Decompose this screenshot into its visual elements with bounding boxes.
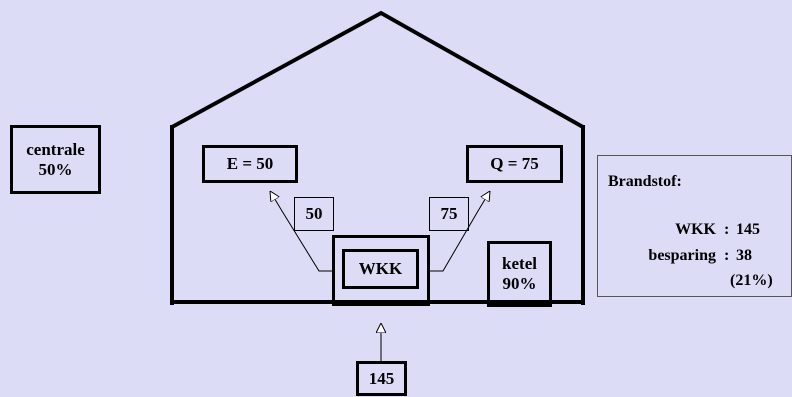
wkk-unit-frame: [332, 235, 430, 306]
fuel-row-saving-label: besparing: [648, 247, 716, 264]
heat-box: Q = 75: [466, 145, 563, 183]
ketel-efficiency: 90%: [502, 274, 537, 293]
fuel-row-wkk-label: WKK: [675, 221, 716, 238]
fuel-panel-title: Brandstof:: [608, 173, 682, 190]
heat-flow-value: 75: [429, 197, 469, 231]
ketel-box: ketel 90%: [487, 241, 552, 307]
house-roof: [170, 10, 585, 135]
centrale-label: centrale: [26, 139, 85, 159]
ketel-label: ketel: [502, 254, 537, 273]
fuel-panel: Brandstof: WKK : 145 besparing : 38 (21%…: [597, 155, 792, 297]
fuel-row-wkk-separator: :: [724, 221, 730, 238]
electric-flow-arrow: [270, 191, 332, 272]
fuel-saving-percentage: (21%): [730, 272, 773, 289]
electric-flow-value: 50: [294, 197, 334, 231]
centrale-efficiency: 50%: [38, 159, 73, 179]
fuel-row-saving-value: 38: [736, 247, 752, 264]
fuel-row-wkk-value: 145: [736, 221, 760, 238]
wkk-label: WKK: [342, 249, 419, 289]
electricity-box: E = 50: [202, 145, 298, 183]
heat-flow-arrow: [430, 191, 490, 272]
centrale-box: centrale 50%: [10, 125, 101, 194]
fuel-row-saving-separator: :: [724, 247, 730, 264]
fuel-input-value: 145: [356, 361, 407, 396]
